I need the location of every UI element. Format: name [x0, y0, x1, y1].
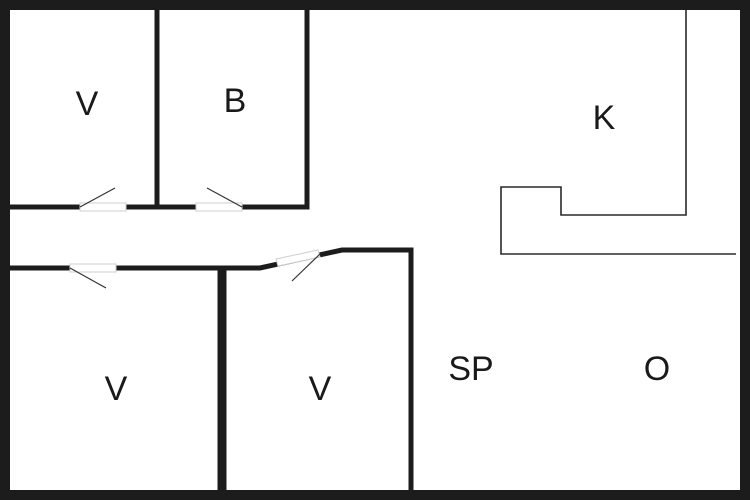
room-label-v-bottom-left: V [104, 370, 128, 408]
door-v-bottom-left [69, 263, 117, 273]
kitchen-counter [500, 10, 736, 255]
room-label-o: O [643, 350, 671, 388]
room-label-k: K [592, 99, 616, 137]
room-label-v-bottom-middle: V [308, 370, 332, 408]
room-label-v-top-left: V [75, 85, 99, 123]
door-b [195, 202, 243, 212]
room-label-sp: SP [448, 350, 494, 388]
wall-corridor-bottom [7, 247, 414, 493]
room-label-b: B [223, 82, 247, 120]
door-v-top-left [79, 202, 127, 212]
door-v-bottom-middle [275, 249, 321, 267]
door-swing-v-bottom-middle [291, 253, 321, 282]
door-swing-b [206, 187, 243, 208]
door-swing-v-top-left [79, 187, 116, 208]
door-swing-v-bottom-left [69, 267, 107, 289]
